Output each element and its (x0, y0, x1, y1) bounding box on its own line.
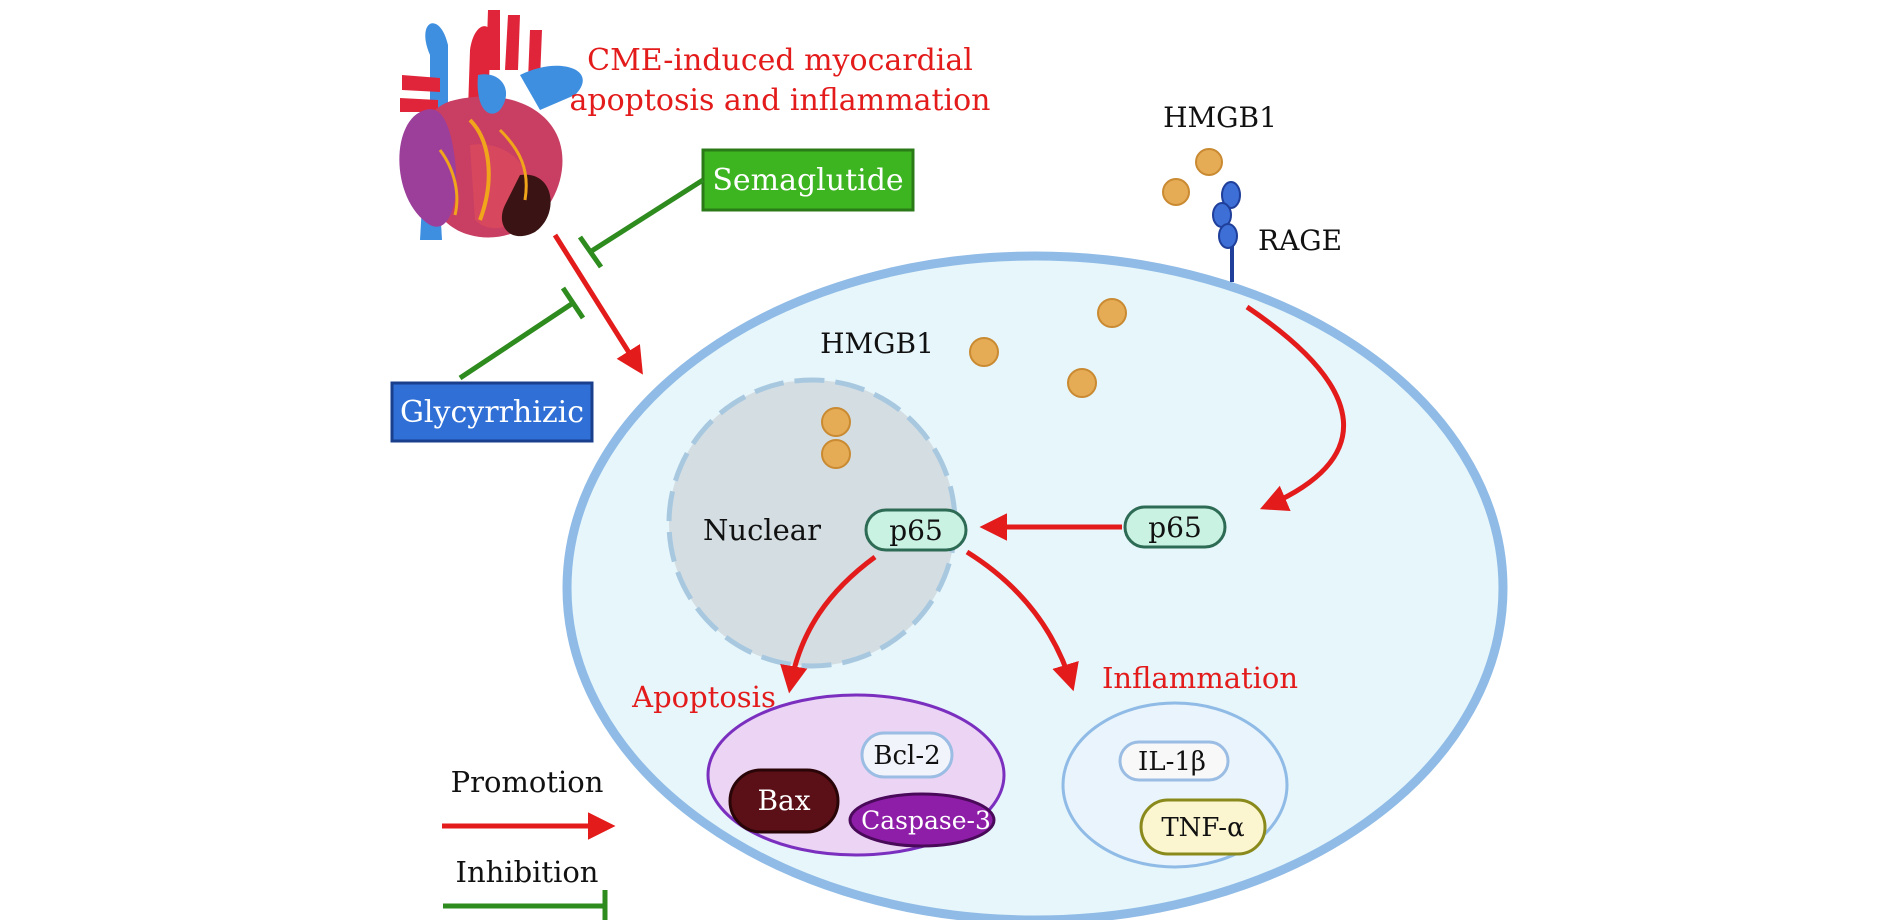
semaglutide-inhibition-bar (577, 235, 604, 269)
semaglutide-inhibition-line (588, 177, 705, 255)
caspase3-label: Caspase-3 (861, 806, 991, 835)
inflammation-label: Inflammation (1102, 661, 1298, 695)
heart-illustration-icon (399, 10, 583, 240)
p65-to-inflammation-arrow (965, 549, 1079, 692)
bax-pill (728, 768, 840, 834)
apoptosis-label: Apoptosis (631, 680, 776, 714)
glycyrrhizic-inhibition-line (458, 300, 575, 381)
il1b-pill (1118, 740, 1230, 782)
hmgb1-particle (821, 439, 851, 469)
hmgb1-particle (1195, 148, 1223, 176)
p65-cytoplasm-label: p65 (1148, 511, 1202, 544)
glycyrrhizic-label: Glycyrrhizic (400, 395, 584, 430)
hmgb1-particle (1067, 368, 1097, 398)
tnfa-pill (1139, 798, 1267, 856)
p65-cytoplasm-pill (1123, 505, 1227, 549)
glycyrrhizic-box (390, 381, 594, 443)
il1b-label: IL-1β (1138, 747, 1206, 777)
caspase3-pill (848, 792, 996, 848)
glycyrrhizic-inhibition-bar (560, 286, 586, 320)
bcl2-label: Bcl-2 (873, 741, 940, 771)
hmgb1-particle (969, 337, 999, 367)
hmgb1-inside-label: HMGB1 (820, 327, 934, 360)
title-line2: apoptosis and inflammation (570, 83, 991, 118)
bax-label: Bax (757, 784, 810, 817)
p65-nuclear-label: p65 (889, 514, 943, 547)
legend-promotion-label: Promotion (451, 765, 604, 799)
hmgb1-particle (1097, 298, 1127, 328)
hmgb1-particle (1162, 178, 1190, 206)
semaglutide-label: Semaglutide (712, 163, 903, 198)
tnfa-label: TNF-α (1161, 813, 1244, 843)
nuclear-label: Nuclear (703, 513, 821, 547)
title-line1: CME-induced myocardial (587, 43, 973, 78)
hmgb1-particle (821, 407, 851, 437)
hmgb1-outside-label: HMGB1 (1163, 101, 1277, 134)
rage-to-p65-arrow (1245, 304, 1347, 511)
p65-to-apoptosis-arrow (780, 554, 877, 694)
rage-receptor-icon (1212, 181, 1241, 282)
bcl2-pill (860, 731, 954, 779)
rage-label: RAGE (1258, 224, 1342, 257)
p65-nuclear-pill (864, 508, 968, 552)
heart-to-cell-arrow (552, 233, 643, 375)
legend-inhibition-label: Inhibition (456, 855, 599, 889)
